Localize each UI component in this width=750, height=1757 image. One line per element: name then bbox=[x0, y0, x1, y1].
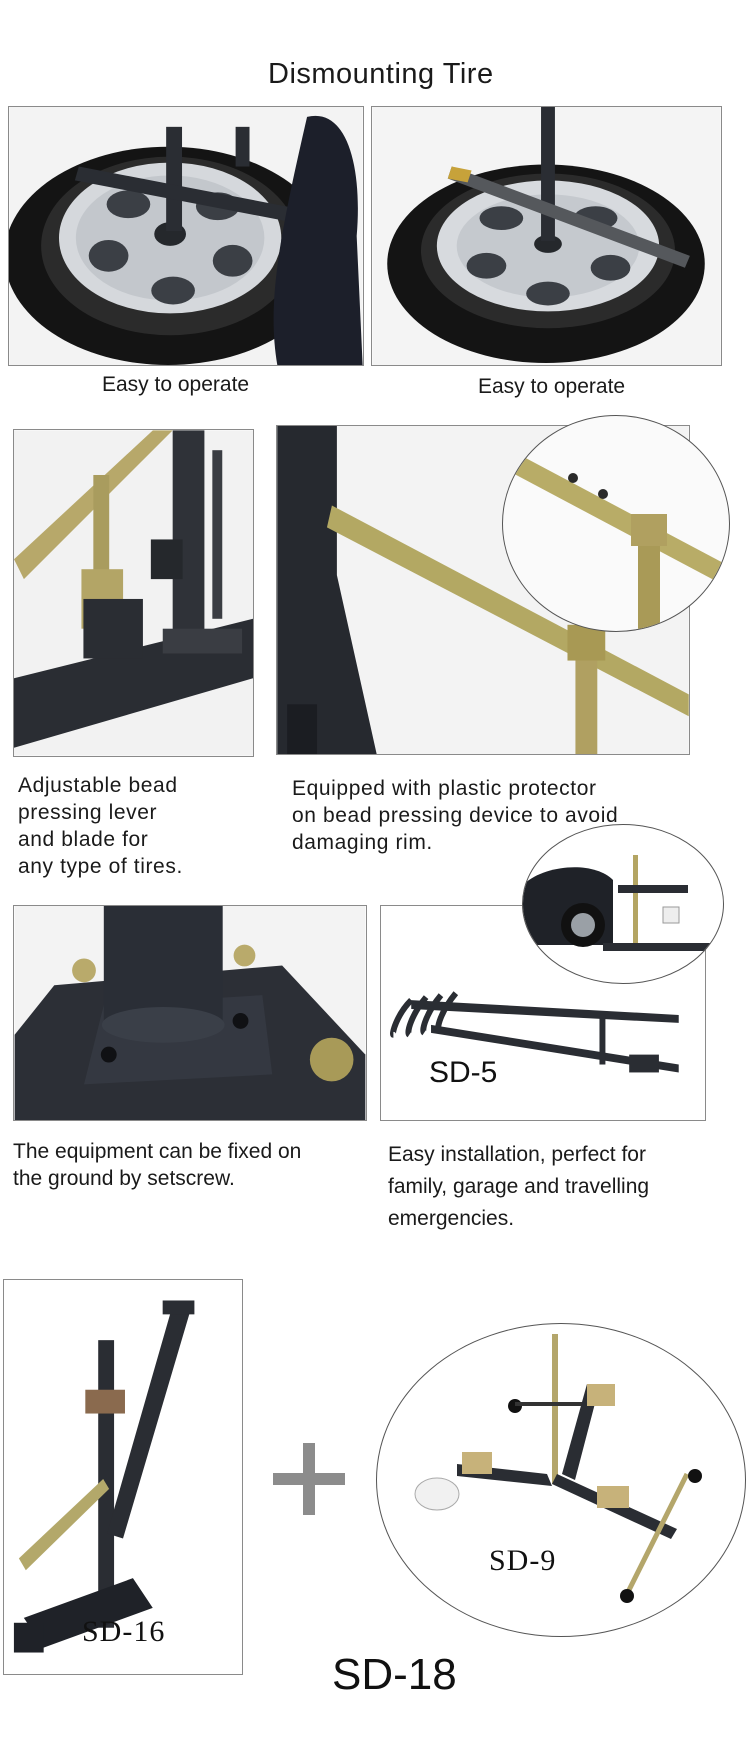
caption-easy-operate-right: Easy to operate bbox=[478, 375, 626, 398]
caption-line: damaging rim. bbox=[292, 831, 433, 854]
caption-line: Easy installation, perfect for bbox=[388, 1143, 646, 1166]
caption-fixed-setscrew: The equipment can be fixed on the ground… bbox=[13, 1138, 301, 1192]
photo-tire-dismount-right bbox=[371, 106, 722, 366]
plus-icon bbox=[273, 1443, 345, 1515]
caption-line: and blade for bbox=[18, 828, 149, 851]
caption-easy-installation: Easy installation, perfect for family, g… bbox=[388, 1139, 649, 1235]
caption-line: the ground by setscrew. bbox=[13, 1167, 235, 1190]
photo-tire-dismount-left bbox=[8, 106, 364, 366]
sd5-usage-illustration bbox=[523, 855, 713, 951]
base-illustration bbox=[14, 906, 366, 1120]
sd16-model-label: SD-16 bbox=[82, 1615, 166, 1648]
magnified-detail-circle bbox=[502, 415, 730, 632]
caption-plastic-protector: Equipped with plastic protector on bead … bbox=[292, 775, 618, 856]
caption-line: pressing lever bbox=[18, 801, 158, 824]
sd9-model-label: SD-9 bbox=[489, 1544, 557, 1577]
tire-dismount-illustration bbox=[9, 107, 363, 365]
caption-line: The equipment can be fixed on bbox=[13, 1140, 302, 1163]
photo-sd16-tool: SD-16 bbox=[3, 1279, 243, 1675]
tire-dismount-illustration-2 bbox=[372, 107, 721, 365]
sd9-tool-circle: SD-9 bbox=[376, 1323, 746, 1637]
sd5-model-label: SD-5 bbox=[429, 1056, 498, 1089]
page-title: Dismounting Tire bbox=[268, 58, 494, 90]
caption-line: any type of tires. bbox=[18, 855, 183, 878]
caption-easy-operate-left: Easy to operate bbox=[102, 373, 250, 396]
caption-line: family, garage and travelling bbox=[388, 1175, 650, 1198]
lever-illustration bbox=[14, 430, 253, 756]
sd18-combo-label: SD-18 bbox=[332, 1650, 457, 1699]
sd16-illustration bbox=[4, 1280, 242, 1674]
detail-illustration bbox=[503, 446, 729, 631]
sd9-illustration bbox=[414, 1334, 702, 1603]
photo-bead-pressing-lever bbox=[13, 429, 254, 757]
caption-line: emergencies. bbox=[388, 1207, 515, 1230]
photo-base-setscrew bbox=[13, 905, 367, 1121]
caption-line: on bead pressing device to avoid bbox=[292, 804, 619, 827]
caption-line: Adjustable bead bbox=[18, 774, 178, 797]
caption-line: Equipped with plastic protector bbox=[292, 777, 597, 800]
caption-adjustable-lever: Adjustable bead pressing lever and blade… bbox=[18, 772, 183, 880]
sd5-usage-circle bbox=[522, 824, 724, 984]
